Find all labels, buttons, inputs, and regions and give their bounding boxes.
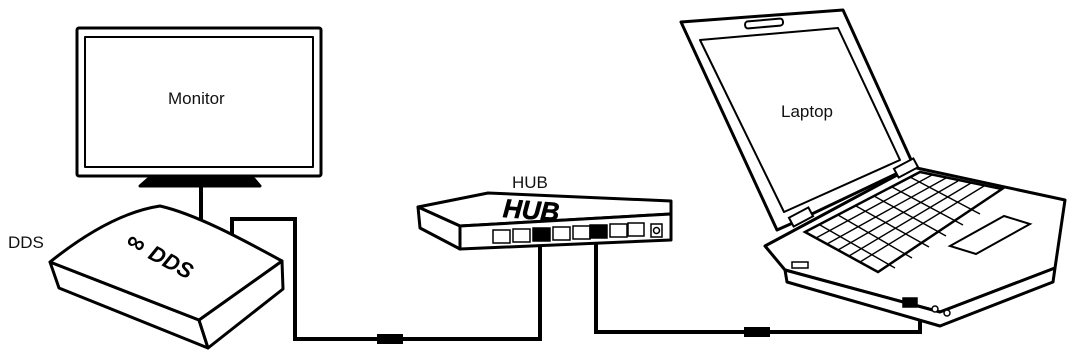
hub-brand-text: HUB	[502, 193, 560, 227]
keyboard-row	[848, 182, 972, 257]
monitor-label: Monitor	[168, 89, 225, 108]
keyboard-column	[855, 205, 930, 248]
cable-dds-hub	[230, 217, 542, 341]
cable-bead	[744, 327, 770, 337]
keyboard-column	[837, 214, 913, 259]
laptop-audio-port	[943, 309, 951, 317]
hub-port	[552, 226, 571, 241]
hub-port	[572, 225, 591, 240]
dds-top-face	[48, 204, 284, 322]
hub-label: HUB	[512, 173, 548, 192]
laptop-ports	[791, 261, 951, 317]
laptop-front-edge	[783, 266, 1057, 328]
laptop-hinge	[787, 206, 815, 228]
keyboard-row	[826, 177, 947, 245]
hub-ports	[492, 222, 663, 244]
hub-port	[492, 229, 511, 244]
laptop-screen	[699, 27, 901, 213]
laptop-keyboard	[802, 170, 1006, 274]
laptop-hinges	[787, 157, 920, 228]
laptop	[679, 8, 1067, 328]
laptop-label: Laptop	[781, 102, 833, 121]
hub-power-jack-hole	[652, 226, 661, 235]
keyboard-column	[873, 195, 947, 237]
monitor-screen	[84, 36, 314, 168]
laptop-ethernet-port	[902, 297, 918, 308]
laptop-touchpad	[947, 214, 1033, 256]
keyboard-column	[891, 186, 964, 226]
monitor-stand-base	[138, 177, 262, 188]
laptop-webcam	[744, 17, 785, 30]
keyboard-outline	[802, 170, 1006, 274]
hub-port	[627, 222, 645, 237]
monitor	[75, 26, 323, 188]
cable-bead	[377, 334, 403, 344]
laptop-audio-port	[931, 305, 939, 313]
dds-label: DDS	[8, 233, 44, 252]
laptop-usb-port	[791, 261, 809, 269]
keyboard-row	[815, 174, 933, 239]
keyboard-column	[909, 176, 981, 215]
dds-box	[48, 204, 285, 350]
hub-port	[532, 227, 551, 242]
hub-port	[609, 223, 628, 238]
hub-port	[589, 224, 608, 239]
laptop-hinge	[892, 157, 920, 179]
keyboard-row	[859, 185, 985, 263]
hub-port	[512, 228, 531, 243]
keyboard-column	[819, 224, 896, 269]
